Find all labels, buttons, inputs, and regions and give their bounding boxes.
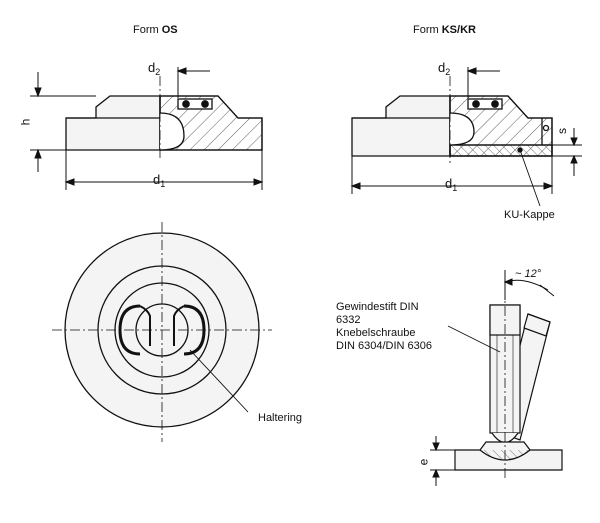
e-label: e [416,458,431,466]
form-os-title: Form OS [133,24,178,36]
form-ks-title: Form KS/KR [413,24,476,36]
screw-callout-line: 6332 [336,314,361,326]
angle-label: ~ 12° [515,268,542,280]
haltering-leader [189,349,249,413]
angle-dimension [503,270,555,300]
s-dimension [552,128,582,176]
form-ks-section [351,95,553,157]
d2-dimension-os [176,67,210,98]
h-label: h [18,118,33,126]
e-dimension [430,436,455,486]
d2-dimension-ks [466,67,500,98]
form-os-section [65,95,263,151]
d2-label-ks: d2 [438,60,451,77]
d1-label-ks: d1 [445,176,458,193]
d1-dimension-ks [350,156,554,194]
haltering-label: Haltering [258,412,303,424]
screw-callout-line: Gewindestift DIN [336,301,419,313]
screw-callout-line: Knebelschraube [336,327,416,339]
screw-assembly [454,304,563,471]
screw-leader [447,325,501,353]
screw-callout: Gewindestift DIN 6332 Knebelschraube DIN… [336,301,432,353]
ku-kappe-leader [519,149,541,207]
h-dimension [30,72,96,172]
d2-label-os: d2 [148,60,161,77]
d1-dimension-os [64,150,264,190]
ku-kappe-label: KU-Kappe [504,209,555,221]
screw-callout-line: DIN 6304/DIN 6306 [336,340,432,352]
s-label: s [555,128,569,134]
d1-label-os: d1 [153,172,166,189]
